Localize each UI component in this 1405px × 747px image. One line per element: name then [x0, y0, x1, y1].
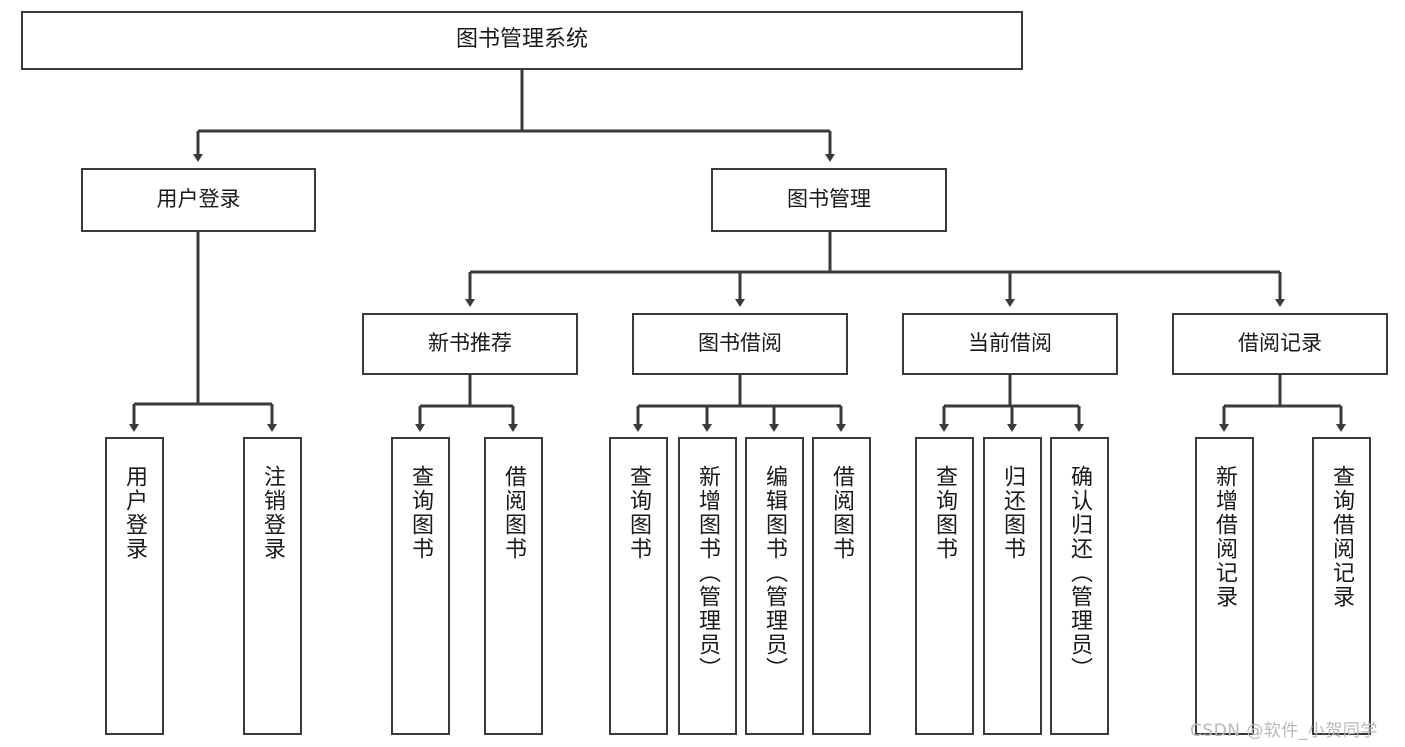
node-leaf-query-book-1-label: 查询图书 — [408, 465, 434, 561]
node-user-login-label: 用户登录 — [156, 187, 241, 212]
node-leaf-add-book-label: 新增图书（管理员） — [695, 465, 721, 681]
watermark: CSDN @软件_小贺同学 — [1190, 721, 1378, 741]
node-root-label: 图书管理系统 — [455, 27, 588, 53]
node-leaf-query-book-1[interactable]: 查询图书 — [391, 437, 450, 735]
node-leaf-return-book-label: 归还图书 — [1000, 465, 1026, 561]
node-leaf-query-record-label: 查询借阅记录 — [1329, 465, 1355, 609]
node-leaf-borrow-book-1-label: 借阅图书 — [501, 465, 527, 561]
node-new-book-recommend-label: 新书推荐 — [428, 331, 512, 356]
node-borrow-record[interactable]: 借阅记录 — [1172, 313, 1388, 375]
node-leaf-confirm-return-label: 确认归还（管理员） — [1067, 465, 1093, 681]
node-leaf-add-record[interactable]: 新增借阅记录 — [1195, 437, 1254, 735]
node-leaf-borrow-book-2-label: 借阅图书 — [829, 465, 855, 561]
node-borrow-record-label: 借阅记录 — [1238, 331, 1322, 356]
node-leaf-query-book-2[interactable]: 查询图书 — [609, 437, 668, 735]
node-leaf-user-login-label: 用户登录 — [122, 465, 148, 561]
node-leaf-add-book[interactable]: 新增图书（管理员） — [678, 437, 737, 735]
node-leaf-query-book-3-label: 查询图书 — [932, 465, 958, 561]
node-book-manage-label: 图书管理 — [787, 187, 871, 212]
node-book-manage[interactable]: 图书管理 — [711, 168, 947, 232]
node-leaf-query-record[interactable]: 查询借阅记录 — [1312, 437, 1371, 735]
node-leaf-return-book[interactable]: 归还图书 — [983, 437, 1042, 735]
node-book-borrow[interactable]: 图书借阅 — [632, 313, 848, 375]
node-leaf-user-login[interactable]: 用户登录 — [105, 437, 164, 735]
node-current-borrow-label: 当前借阅 — [968, 331, 1052, 356]
node-leaf-query-book-2-label: 查询图书 — [626, 465, 652, 561]
node-leaf-confirm-return[interactable]: 确认归还（管理员） — [1050, 437, 1109, 735]
node-leaf-logout[interactable]: 注销登录 — [243, 437, 302, 735]
node-leaf-query-book-3[interactable]: 查询图书 — [915, 437, 974, 735]
node-leaf-edit-book[interactable]: 编辑图书（管理员） — [745, 437, 804, 735]
node-current-borrow[interactable]: 当前借阅 — [902, 313, 1118, 375]
node-leaf-add-record-label: 新增借阅记录 — [1212, 465, 1238, 609]
node-leaf-borrow-book-1[interactable]: 借阅图书 — [484, 437, 543, 735]
node-user-login[interactable]: 用户登录 — [81, 168, 316, 232]
node-leaf-edit-book-label: 编辑图书（管理员） — [762, 465, 788, 681]
node-leaf-logout-label: 注销登录 — [260, 465, 286, 561]
node-root[interactable]: 图书管理系统 — [21, 11, 1023, 70]
node-book-borrow-label: 图书借阅 — [698, 331, 782, 356]
node-new-book-recommend[interactable]: 新书推荐 — [362, 313, 578, 375]
node-leaf-borrow-book-2[interactable]: 借阅图书 — [812, 437, 871, 735]
